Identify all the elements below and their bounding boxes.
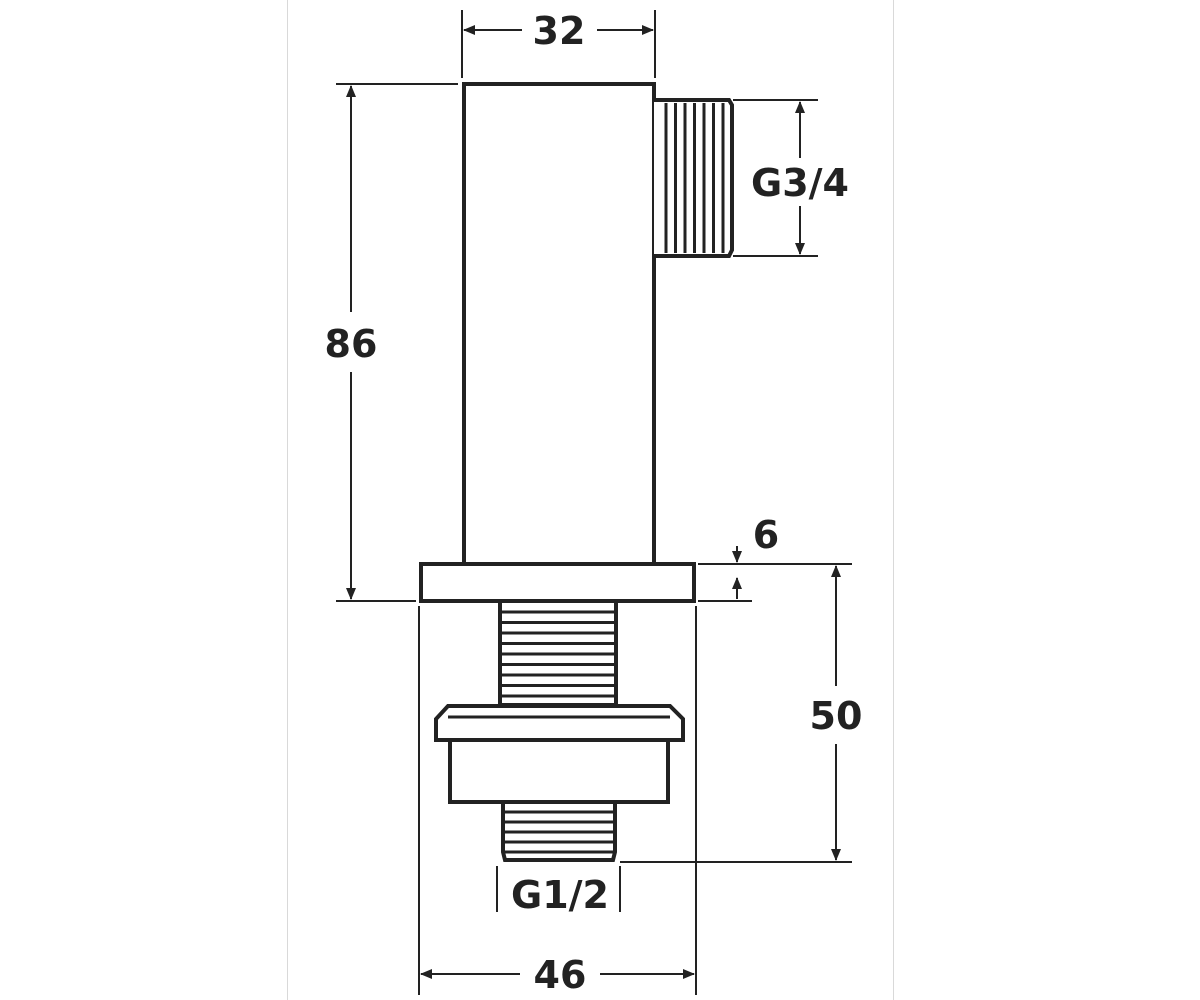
main-body [462, 82, 656, 566]
flange-thickness-label: 6 [753, 513, 779, 557]
upper-thread-lines [502, 610, 614, 698]
right-panel-edge [893, 0, 894, 1000]
nut-body [448, 738, 670, 804]
lower-thread-lines [505, 810, 613, 854]
outlet-thread-label: G3/4 [751, 161, 849, 205]
flange-width-label: 46 [534, 953, 587, 997]
dimension-flange-width: 46 [418, 606, 697, 997]
lower-inlet-thread [501, 800, 617, 862]
outlet-thread [654, 98, 734, 258]
outlet-thread-lines [664, 103, 725, 253]
dimension-body-height: 86 [325, 83, 458, 602]
body-height-label: 86 [325, 322, 378, 366]
top-width-label: 32 [533, 9, 586, 53]
lock-nut [434, 704, 685, 804]
nut-washer [434, 704, 685, 742]
body-tube [462, 82, 656, 566]
inlet-thread-label: G1/2 [511, 873, 609, 917]
lower-height-label: 50 [810, 694, 863, 738]
dimension-inlet-thread: G1/2 [496, 866, 621, 917]
dimension-top-width: 32 [461, 9, 656, 78]
dimension-outlet-thread: G3/4 [733, 99, 849, 257]
flange [419, 562, 696, 603]
dimension-flange-thickness: 6 [698, 513, 852, 602]
dimension-lower-height: 50 [620, 565, 863, 863]
upper-inlet-thread [498, 599, 618, 707]
flange-plate [419, 562, 696, 603]
left-panel-edge [287, 0, 288, 1000]
